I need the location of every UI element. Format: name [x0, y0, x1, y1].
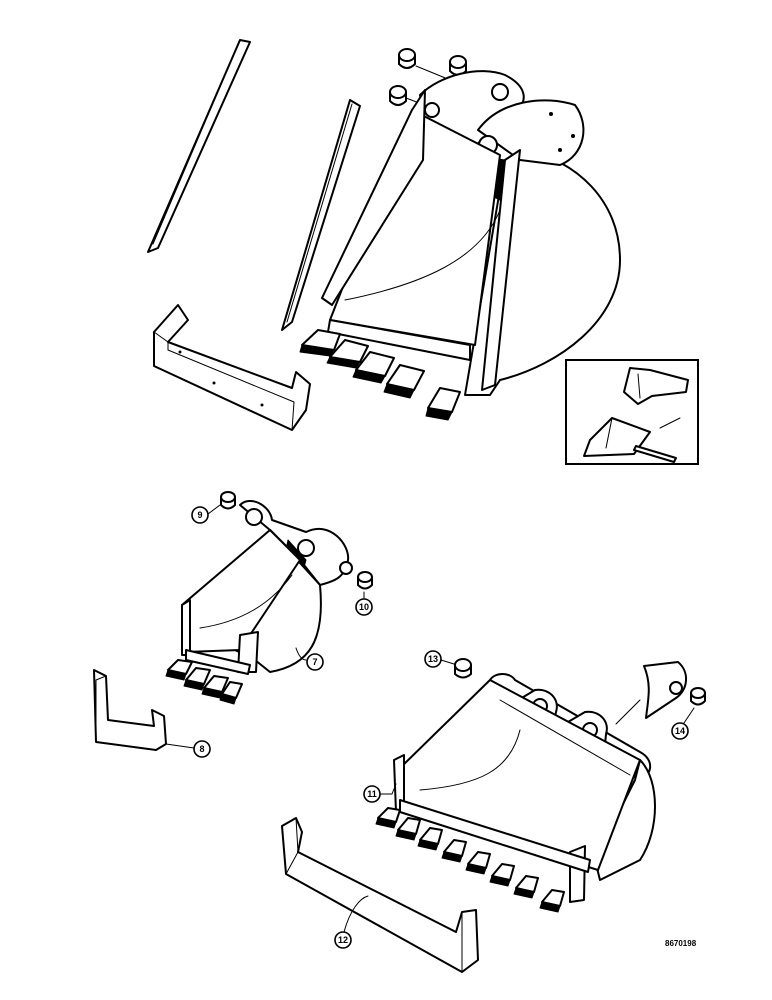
bucket-guard-narrow: [93, 669, 167, 751]
drawing-code: 8670198: [665, 939, 697, 948]
callout-11-label: 11: [367, 789, 377, 799]
bucket-large: [321, 70, 621, 396]
callout-10-label: 10: [359, 602, 369, 612]
bucket-teeth-narrow: [165, 659, 243, 705]
callout-7: 7: [295, 647, 324, 671]
bushing-10: [357, 571, 373, 590]
bushing-14: [690, 687, 706, 706]
bucket-guard-large: [153, 304, 311, 431]
callout-7-label: 7: [312, 657, 317, 667]
callout-10: 10: [355, 591, 373, 616]
bushing-top-2: [449, 55, 467, 76]
side-cutter-small: [643, 661, 687, 719]
callout-8-label: 8: [199, 744, 204, 754]
bucket-teeth-large: [299, 329, 461, 421]
bucket-wide: [393, 673, 656, 903]
bushing-13: [454, 658, 472, 679]
bucket-teeth-wide: [375, 807, 565, 913]
callout-12-label: 12: [338, 935, 348, 945]
side-cutter-right: [281, 99, 361, 331]
callout-13-label: 13: [428, 654, 438, 664]
callout-14-label: 14: [675, 726, 685, 736]
callout-14: 14: [671, 707, 695, 740]
callout-13: 13: [424, 650, 455, 668]
bucket-narrow: [181, 500, 353, 675]
callout-9: 9: [191, 504, 221, 524]
callout-11: 11: [363, 783, 397, 803]
bushing-top-3: [389, 85, 407, 106]
side-cutter-left: [147, 39, 251, 253]
leader-line-cutter: [615, 699, 641, 725]
bucket-guard-wide: [281, 817, 479, 973]
bushing-9: [220, 491, 236, 510]
callout-9-label: 9: [197, 510, 202, 520]
callout-8: 8: [165, 740, 211, 758]
bushing-top-1: [398, 48, 416, 69]
tooth-detail-inset: [565, 359, 699, 465]
callout-12: 12: [334, 895, 369, 949]
